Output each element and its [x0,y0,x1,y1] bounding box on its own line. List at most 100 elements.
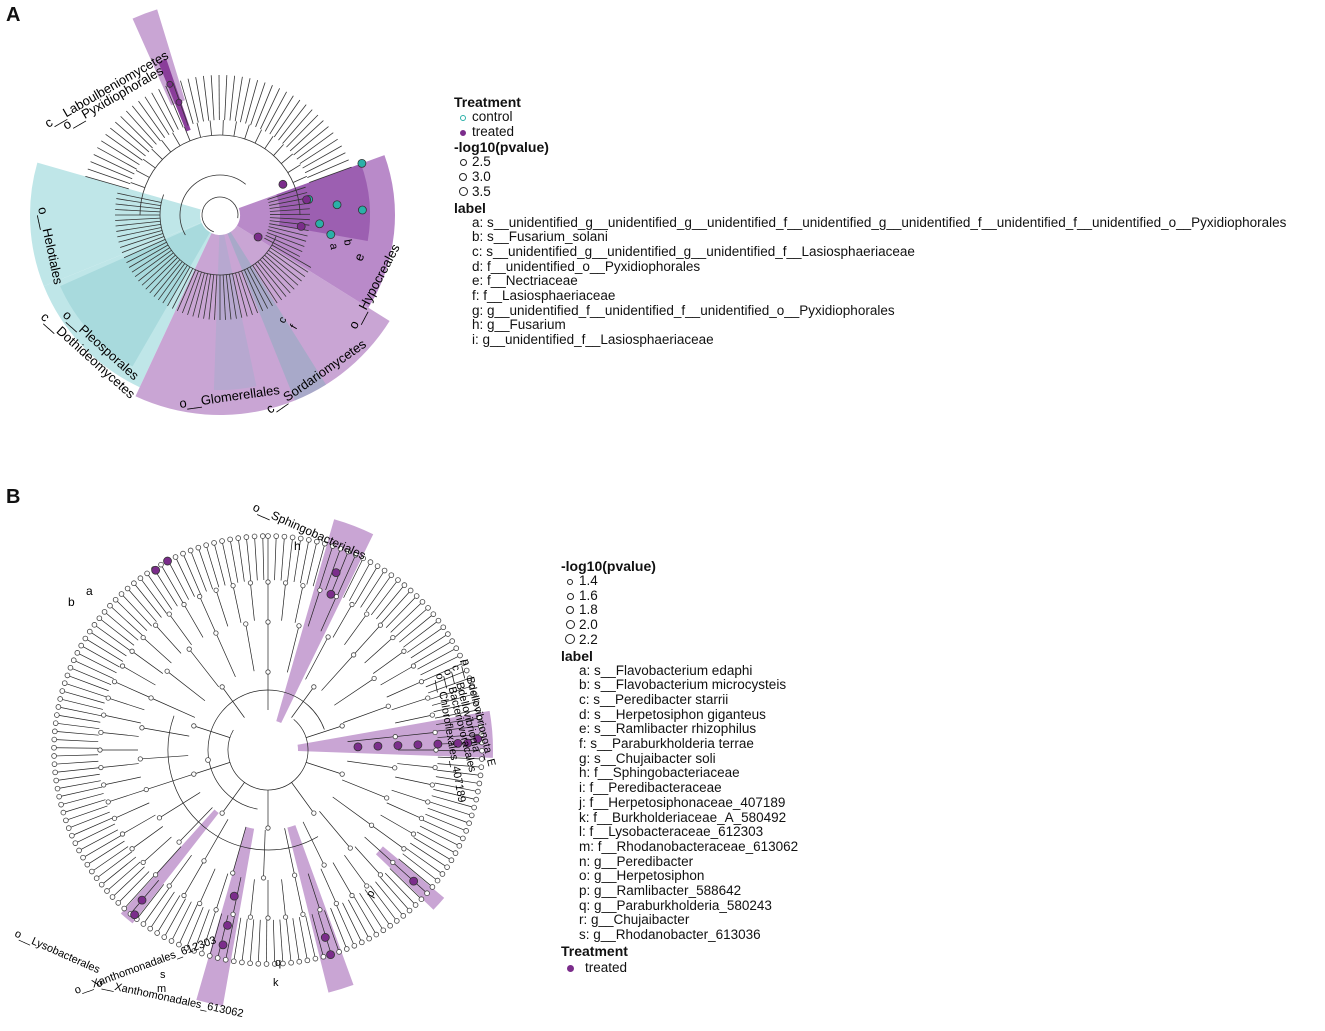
tree-branch [191,552,207,592]
tree-branch [391,789,426,802]
leaf-node [147,925,153,932]
internal-node [191,723,197,729]
internal-node [186,646,192,652]
leaf-node [271,961,278,967]
tree-branch [410,634,447,659]
treated-node [373,741,383,751]
tree-branch [320,868,336,902]
leaf-node [214,955,221,961]
leaf-node [183,945,190,951]
legend-b-pvalue-item: 1.8 [561,603,798,618]
tree-branch [342,779,385,798]
tree-branch [133,652,164,674]
treated-marker-icon [566,964,574,972]
tree-branch [124,814,156,834]
tree-branch [434,782,477,792]
clade-label-b: b [341,238,354,246]
leaf-node [82,635,89,642]
leaf-node [259,533,266,539]
internal-node [119,831,126,837]
internal-node [230,911,236,917]
legend-label-item: d: s__Herpetosiphon giganteus [579,706,766,722]
leaf-node [434,877,441,884]
leaf-node [479,756,485,762]
tree-branch [391,698,426,711]
tree-branch [180,807,213,841]
leaf-node [388,572,395,578]
tree-branch [254,263,283,301]
leaf-node [289,534,296,541]
clade-label-h: h [294,539,301,553]
internal-node [364,611,370,617]
leaf-node [131,580,137,587]
tree-branch [88,840,125,864]
tree-branch [258,919,261,962]
treated-node [433,739,443,749]
tree-branch [240,78,251,123]
internal-node [197,593,203,600]
tree-branch [264,254,299,286]
clade-sector-helotiales [29,162,202,287]
clade-label-a: a [327,242,340,251]
legend-label-item: k: f__Burkholderiaceae_A_580492 [579,809,787,825]
tree-branch [61,786,103,797]
tree-branch [91,632,127,657]
tree-branch [429,801,470,816]
tree-branch [176,269,196,312]
tree-branch [123,239,166,259]
internal-node [368,822,375,828]
leaf-node [63,817,69,824]
tree-branch [179,904,198,943]
tree-branch [397,763,434,768]
internal-node [371,675,377,682]
internal-node [129,648,135,654]
tree-branch [249,266,273,307]
leaf-node [70,657,77,664]
treated-node [163,556,172,566]
leaf-node [211,540,217,546]
tree-branch [116,198,161,207]
tree-branch [413,837,450,860]
tree-branch [161,139,172,153]
tree-branch [354,846,380,874]
internal-node [137,756,143,762]
tree-branch [86,639,124,662]
size-circle-icon [567,579,573,585]
tree-branch [244,269,264,312]
leaf-node [203,542,209,548]
tree-branch [168,562,190,600]
legend-label-item: m: f__Rhodanobacteraceae_613062 [579,838,799,854]
internal-node [152,872,159,878]
tree-branch [171,268,194,309]
tree-branch [434,709,477,719]
leaf-node [158,561,164,568]
tree-branch [131,105,161,142]
leaf-node [58,801,64,808]
tree-branch [372,826,403,848]
internal-node [401,648,407,654]
internal-node [119,663,126,669]
tree-branch [110,127,146,157]
leaf-node [476,715,483,721]
tree-branch [144,888,170,923]
internal-node [148,695,154,701]
tree-branch [184,126,191,141]
tree-branch [306,543,317,585]
tree-ring [207,689,325,810]
leaf-node [76,847,82,854]
tree-branch [223,688,245,718]
internal-node [247,580,254,586]
clade-label-s: s [160,969,166,981]
leaf-node [424,890,430,896]
tree-branch [381,591,410,624]
tree-branch [97,147,137,170]
legend-b-label-title: label [561,647,593,664]
tree-branch [294,587,303,623]
tree-branch [56,739,99,743]
tree-branch [238,540,245,582]
tree-branch [332,796,371,825]
tree-branch [250,879,255,916]
tree-branch [149,259,181,294]
cladogram-a-branches [85,75,352,320]
tree-branch [425,670,465,688]
